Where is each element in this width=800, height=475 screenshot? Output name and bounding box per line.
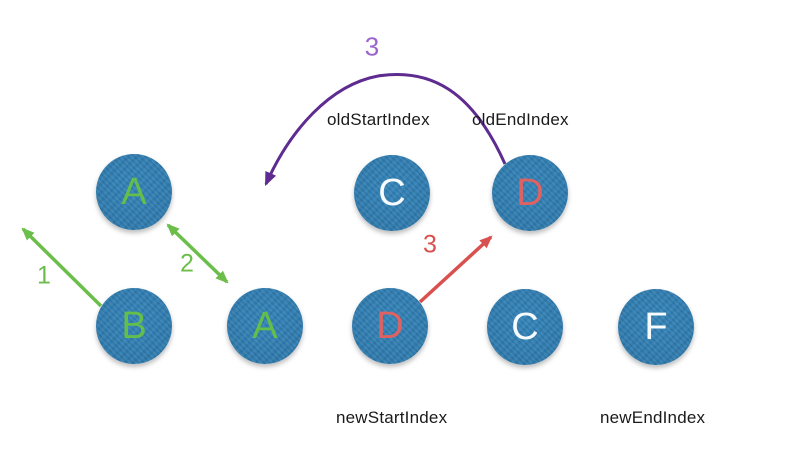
step1-arrow: [21, 227, 103, 308]
old-start-index-label: oldStartIndex: [327, 110, 430, 129]
node-label: D: [516, 172, 544, 214]
node-new-a: A: [227, 288, 303, 364]
node-old-d: D: [492, 155, 568, 231]
node-new-d: D: [352, 288, 428, 364]
old-end-index-label: oldEndIndex: [472, 110, 569, 129]
node-new-f: F: [618, 289, 694, 365]
node-old-c: C: [354, 155, 430, 231]
new-start-index-label: newStartIndex: [336, 408, 448, 427]
node-label: C: [511, 306, 539, 348]
node-label: A: [121, 171, 147, 213]
step2-number-label: 2: [180, 249, 194, 278]
node-label: B: [121, 305, 147, 347]
node-label: A: [252, 305, 278, 347]
node-new-b: B: [96, 288, 172, 364]
step3-purple-number-label: 3: [364, 31, 380, 62]
step1-number-label: 1: [37, 261, 51, 290]
node-label: C: [378, 172, 406, 214]
node-old-a: A: [96, 154, 172, 230]
node-label: D: [376, 305, 404, 347]
node-label: F: [644, 306, 668, 348]
node-new-c: C: [487, 289, 563, 365]
new-end-index-label: newEndIndex: [600, 408, 706, 427]
step3-red-number-label: 3: [423, 230, 437, 259]
step2-double-arrow: [166, 223, 229, 284]
